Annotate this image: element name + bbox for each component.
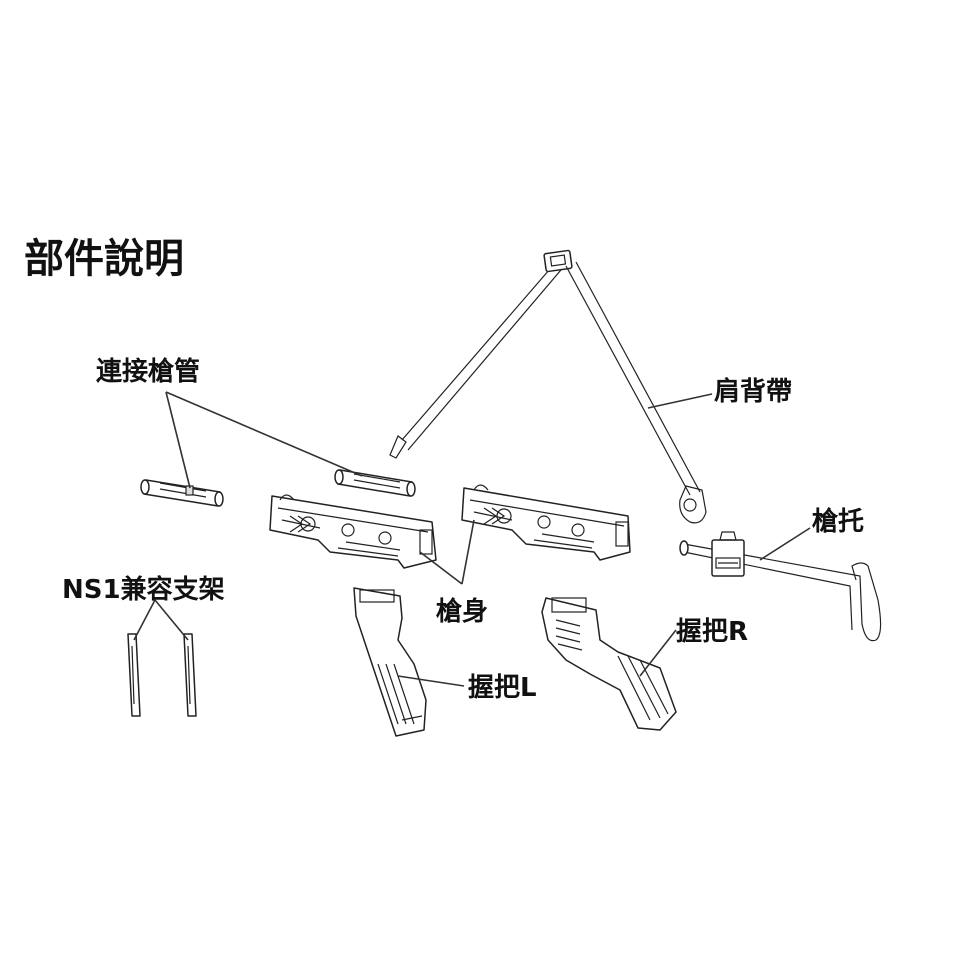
- leader-lines: [133, 391, 811, 687]
- shoulder-strap-part: [389, 249, 707, 524]
- grip-right: [541, 597, 677, 731]
- grip-left: [353, 587, 427, 737]
- label-gun-body: 槍身: [436, 596, 488, 627]
- label-ns1-bracket: NS1兼容支架: [62, 574, 225, 605]
- gun-body-right: [461, 484, 631, 561]
- page-title: 部件說明: [24, 236, 184, 282]
- ns1-bracket-left: [127, 633, 141, 717]
- barrel-connector-left: [140, 479, 224, 507]
- label-barrel-connector: 連接槍管: [96, 356, 200, 387]
- label-stock: 槍托: [812, 506, 864, 537]
- label-grip-r: 握把R: [676, 617, 748, 647]
- stock-part: [679, 531, 882, 642]
- ns1-bracket-right: [183, 633, 197, 717]
- label-shoulder-strap: 肩背帶: [714, 376, 792, 407]
- label-grip-l: 握把L: [468, 673, 537, 703]
- gun-body-left: [269, 494, 437, 569]
- barrel-connector-right: [334, 469, 416, 497]
